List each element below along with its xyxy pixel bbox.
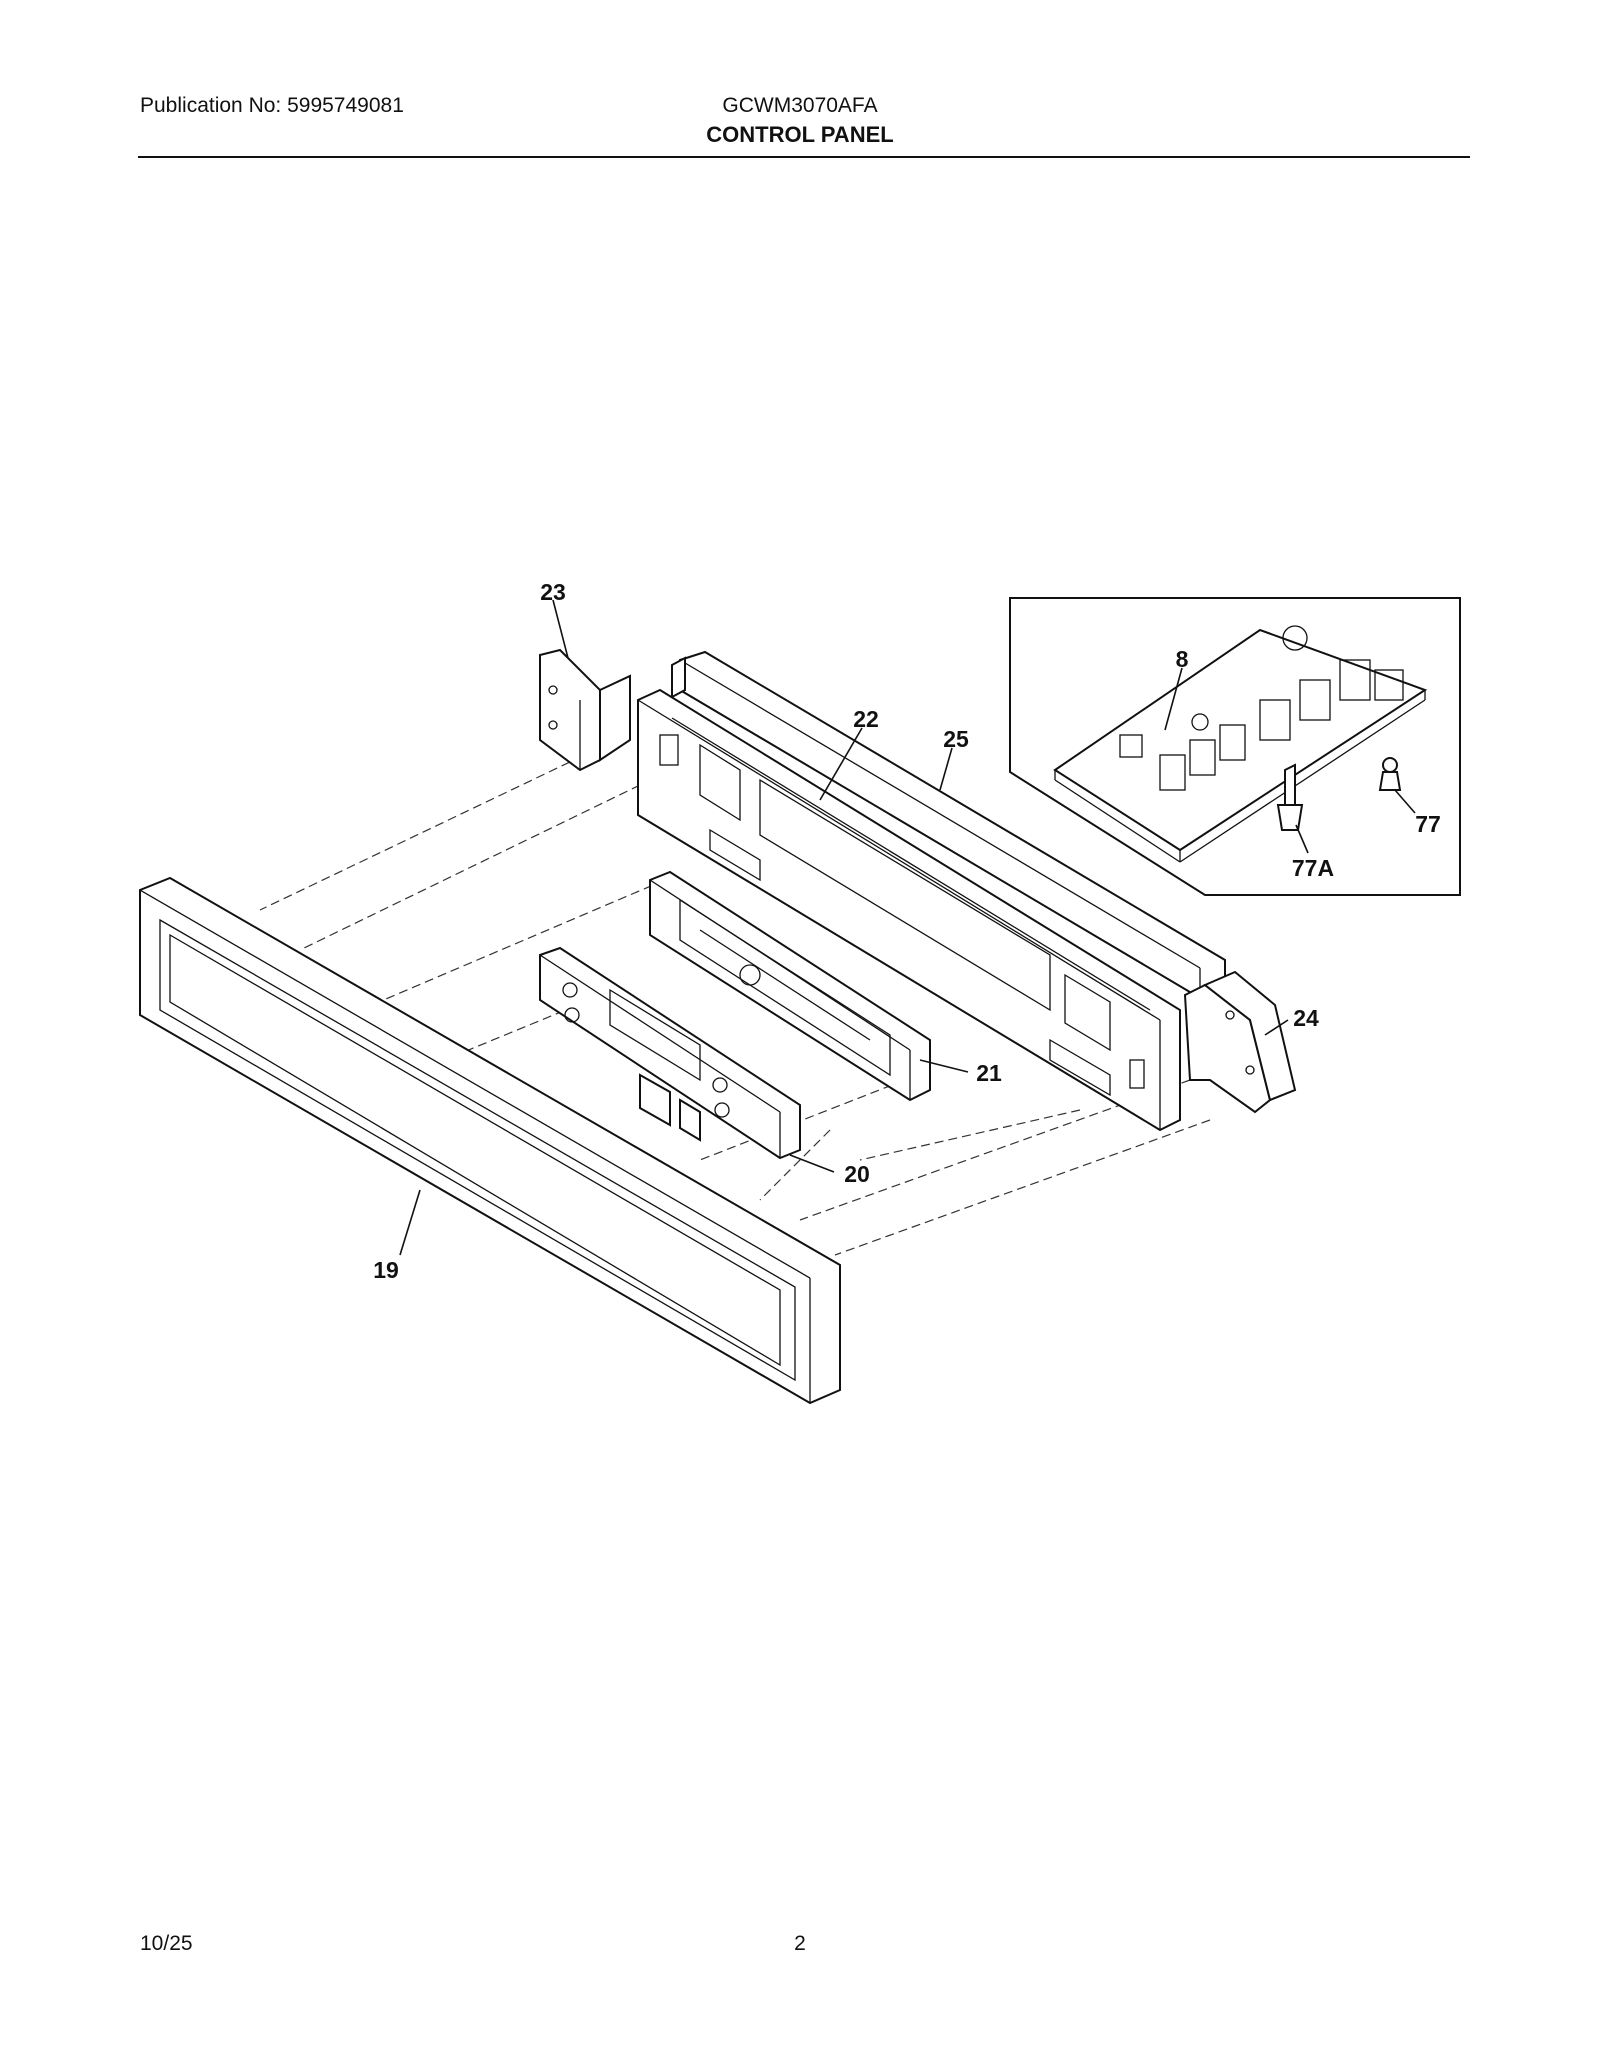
part-24-right-bracket (1183, 970, 1297, 1114)
model-number: GCWM3070AFA (722, 94, 878, 117)
callout-21: 21 (976, 1060, 1002, 1086)
callout-19: 19 (373, 1257, 399, 1283)
callout-77: 77 (1415, 811, 1441, 837)
part-22-control-panel (637, 688, 1181, 1132)
callout-22: 22 (853, 706, 879, 732)
part-23-left-bracket (539, 648, 631, 772)
part-77-support (1378, 757, 1402, 791)
section-title: CONTROL PANEL (706, 122, 894, 147)
part-21-housing (649, 870, 931, 1102)
callout-8: 8 (1176, 646, 1189, 672)
callout-20: 20 (844, 1161, 870, 1187)
publication-number: Publication No: 5995749081 (140, 94, 404, 117)
footer-date: 10/25 (140, 1932, 193, 1955)
part-8-main-control-board (1053, 625, 1428, 863)
callout-25: 25 (943, 726, 969, 752)
part-20-control-board (539, 946, 801, 1160)
callout-77a: 77A (1292, 855, 1334, 881)
callout-23: 23 (540, 579, 566, 605)
callout-leaders (399, 599, 1416, 1256)
header-divider (138, 156, 1470, 158)
callout-24: 24 (1293, 1005, 1319, 1031)
part-19-front-overlay (139, 876, 841, 1405)
page-number: 2 (794, 1932, 806, 1955)
